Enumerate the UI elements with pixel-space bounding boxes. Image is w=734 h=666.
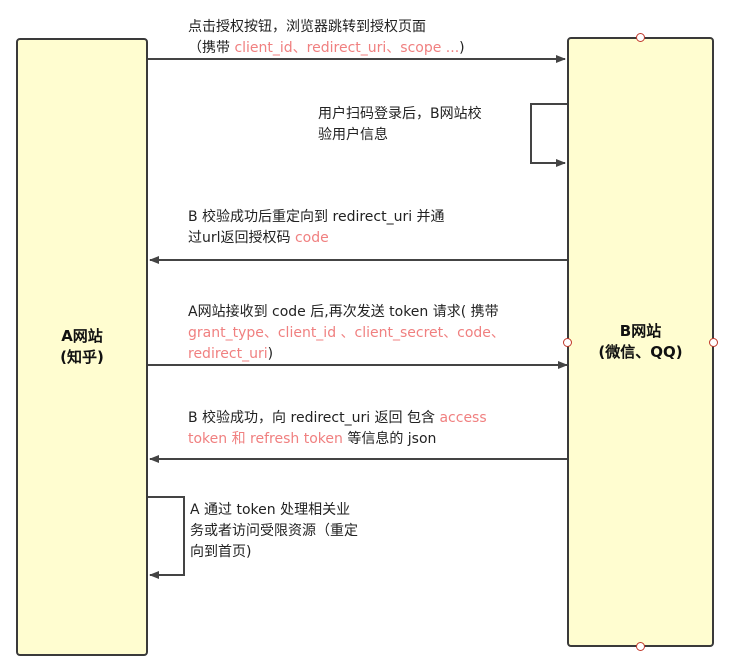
highlighted-param-text: token 和 refresh token bbox=[188, 431, 343, 447]
step-text: A 通过 token 处理相关业 bbox=[190, 502, 351, 518]
step6-line: 向到首页) bbox=[190, 542, 358, 563]
step-text: 验用户信息 bbox=[318, 127, 388, 143]
step-text: （携带 bbox=[188, 40, 235, 56]
step3-line: B 校验成功后重定向到 redirect_uri 并通 bbox=[188, 207, 445, 228]
step6-line: A 通过 token 处理相关业 bbox=[190, 500, 358, 521]
step1-label: 点击授权按钮，浏览器跳转到授权页面 （携带 client_id、redirect_… bbox=[188, 17, 465, 59]
selection-handle-bottom[interactable] bbox=[636, 642, 645, 651]
step-text: ) bbox=[459, 40, 465, 56]
step-text: 务或者访问受限资源（重定 bbox=[190, 523, 358, 539]
step6-line: 务或者访问受限资源（重定 bbox=[190, 521, 358, 542]
step-text: B 校验成功，向 redirect_uri 返回 包含 bbox=[188, 410, 440, 426]
step-text: 向到首页) bbox=[190, 544, 252, 560]
step1-line: （携带 client_id、redirect_uri、scope ...) bbox=[188, 38, 465, 59]
step2-line: 验用户信息 bbox=[318, 125, 482, 146]
step2-line: 用户扫码登录后，B网站校 bbox=[318, 104, 482, 125]
actor-b-label: B网站 (微信、QQ) bbox=[569, 321, 712, 363]
step4-label: A网站接收到 code 后,再次发送 token 请求( 携带 grant_typ… bbox=[188, 302, 505, 365]
arrow-step6-a-self-loop bbox=[148, 496, 185, 579]
step3-label: B 校验成功后重定向到 redirect_uri 并通过url返回授权码 cod… bbox=[188, 207, 445, 249]
actor-a-name: A网站 bbox=[61, 327, 103, 345]
arrow-step2-b-self-loop bbox=[530, 103, 567, 167]
actor-b-name: B网站 bbox=[619, 322, 662, 340]
highlighted-param-text: client_id、redirect_uri、scope ... bbox=[234, 40, 460, 56]
step-text: B 校验成功后重定向到 redirect_uri 并通 bbox=[188, 209, 445, 225]
step5-line: token 和 refresh token 等信息的 json bbox=[188, 429, 487, 450]
step6-label: A 通过 token 处理相关业务或者访问受限资源（重定向到首页) bbox=[190, 500, 358, 563]
step4-line: redirect_uri) bbox=[188, 344, 505, 365]
step5-line: B 校验成功，向 redirect_uri 返回 包含 access bbox=[188, 408, 487, 429]
step4-line: A网站接收到 code 后,再次发送 token 请求( 携带 bbox=[188, 302, 505, 323]
step-text: ) bbox=[267, 346, 274, 362]
step1-line: 点击授权按钮，浏览器跳转到授权页面 bbox=[188, 17, 465, 38]
highlighted-param-text: grant_type、client_id 、client_secret、code… bbox=[188, 325, 505, 341]
selection-handle-right[interactable] bbox=[709, 338, 718, 347]
actor-a-example: (知乎) bbox=[60, 348, 104, 366]
highlighted-param-text: redirect_uri bbox=[188, 346, 268, 362]
step2-label: 用户扫码登录后，B网站校验用户信息 bbox=[318, 104, 482, 146]
step-text: 过url返回授权码 bbox=[188, 230, 295, 246]
highlighted-param-text: access bbox=[439, 410, 487, 426]
step3-line: 过url返回授权码 code bbox=[188, 228, 445, 249]
actor-b-examples: (微信、QQ) bbox=[598, 343, 683, 361]
step4-line: grant_type、client_id 、client_secret、code… bbox=[188, 323, 505, 344]
step-text: 用户扫码登录后，B网站校 bbox=[318, 106, 482, 122]
actor-a-label: A网站 (知乎) bbox=[18, 326, 146, 368]
selection-handle-left[interactable] bbox=[563, 338, 572, 347]
step-text: 等信息的 json bbox=[342, 431, 437, 447]
actor-a-box: A网站 (知乎) bbox=[16, 38, 148, 656]
highlighted-param-text: code bbox=[294, 230, 329, 246]
step-text: A网站接收到 code 后,再次发送 token 请求( 携带 bbox=[188, 304, 499, 320]
selection-handle-top[interactable] bbox=[636, 33, 645, 42]
step-text: 点击授权按钮，浏览器跳转到授权页面 bbox=[188, 19, 426, 35]
